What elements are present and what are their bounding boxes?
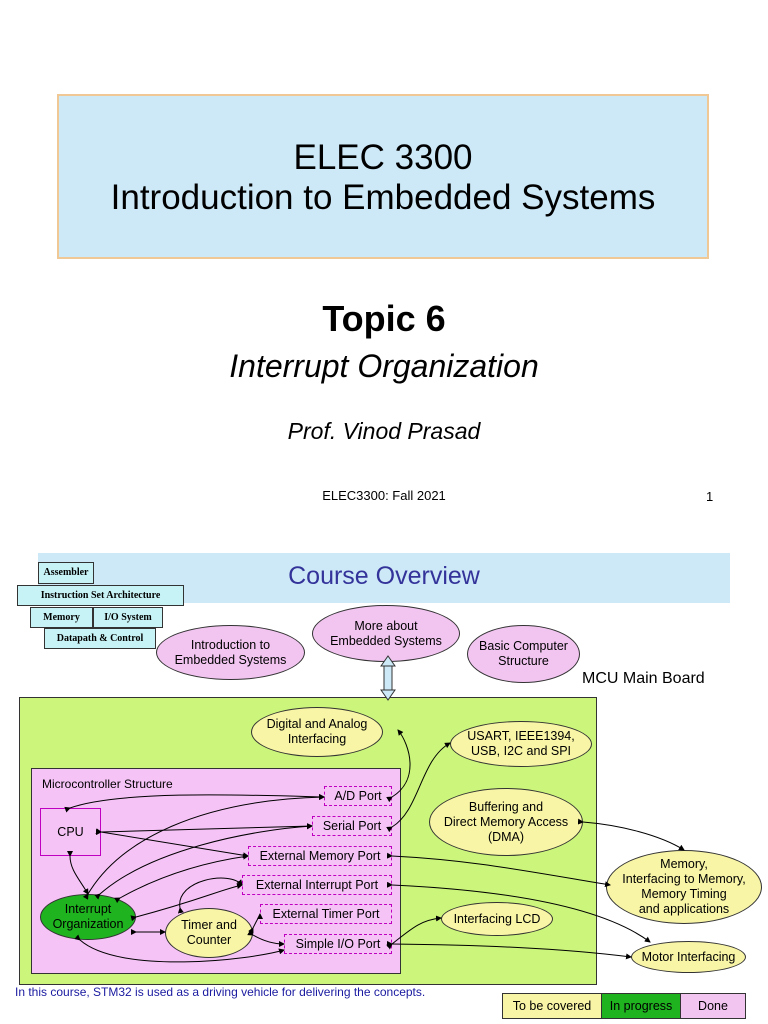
arrow-io-lcd: [386, 915, 442, 950]
course-note: In this course, STM32 is used as a drivi…: [15, 985, 426, 999]
bubble-more-embedded: More about Embedded Systems: [312, 605, 460, 662]
arrow-interrupt-ad: [82, 794, 325, 900]
course-name: Introduction to Embedded Systems: [110, 178, 656, 217]
overview-title: Course Overview: [288, 562, 480, 590]
arrow-extmem-memory: [386, 852, 611, 888]
stack-datapath: Datapath & Control: [44, 628, 156, 649]
topic-number: Topic 6: [322, 298, 446, 339]
professor-name: Prof. Vinod Prasad: [287, 418, 481, 444]
arrow-io-motor: [386, 940, 632, 960]
legend-to-be-covered: To be covered: [503, 994, 602, 1018]
arrow-ad-digital: [386, 729, 411, 803]
arrow-cpu-extmem: [95, 828, 249, 859]
topic-dma: Buffering and Direct Memory Access (DMA): [429, 788, 583, 856]
topic-digital-analog: Digital and Analog Interfacing: [251, 707, 383, 757]
bubble-basic-structure: Basic Computer Structure: [467, 625, 580, 683]
legend-done: Done: [681, 994, 745, 1018]
arrow-cpu-ad: [64, 793, 325, 813]
arrow-extint-motor: [386, 881, 651, 943]
topic-usart: USART, IEEE1394, USB, I2C and SPI: [450, 721, 592, 767]
stack-assembler: Assembler: [38, 562, 94, 584]
arrow-cpu-interrupt: [66, 850, 89, 895]
arrow-interrupt-io: [74, 934, 285, 963]
mcu-label: Microcontroller Structure: [42, 777, 173, 791]
arrow-timer-exttimer: [248, 913, 263, 934]
title-box: ELEC 3300 Introduction to Embedded Syste…: [57, 94, 709, 259]
slide-footer: ELEC3300: Fall 2021: [322, 488, 446, 503]
stack-isa: Instruction Set Architecture: [17, 585, 184, 606]
arrow-timer-io: [247, 929, 285, 947]
arrow-interrupt-extint: [130, 883, 243, 922]
arrow-interrupt-serial: [94, 823, 313, 900]
arrow-serial-usart: [386, 742, 451, 833]
arrow-interrupt-extmem: [114, 853, 249, 904]
stack-io-system: I/O System: [93, 607, 163, 628]
topic-title: Interrupt Organization: [229, 348, 539, 384]
bubble-intro: Introduction to Embedded Systems: [156, 625, 305, 680]
vertical-link-arrow: [380, 655, 396, 701]
stack-memory: Memory: [30, 607, 93, 628]
legend: To be covered In progress Done: [502, 993, 746, 1019]
legend-in-progress: In progress: [602, 994, 681, 1018]
arrow-dma-memory: [577, 818, 685, 851]
course-code: ELEC 3300: [293, 138, 473, 177]
board-label: MCU Main Board: [582, 670, 705, 687]
arrow-timer-extint: [177, 877, 243, 914]
topic-motor: Motor Interfacing: [631, 941, 746, 973]
page-number: 1: [706, 489, 714, 504]
topic-interrupt: Interrupt Organization: [40, 894, 136, 940]
